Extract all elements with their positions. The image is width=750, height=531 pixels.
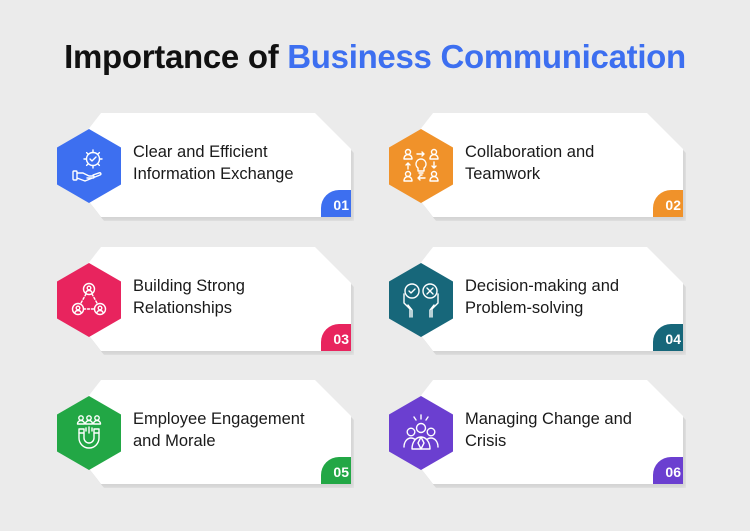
hexagon-icon-bg — [389, 263, 453, 337]
card-panel — [419, 247, 683, 351]
hand-gear-check-icon — [72, 149, 103, 182]
number-badge: 02 — [653, 190, 683, 217]
card-panel — [87, 247, 351, 351]
number-badge: 04 — [653, 324, 683, 351]
card-panel — [419, 380, 683, 484]
card-panel — [87, 380, 351, 484]
card-label: Managing Change and Crisis — [465, 410, 632, 450]
card-04: Decision-making and Problem-solving 04 — [389, 247, 689, 355]
card-03: Building Strong Relationships 03 — [57, 247, 357, 355]
hexagon-icon-bg — [57, 263, 121, 337]
title-highlight: Business Communication — [287, 38, 686, 75]
card-label: Clear and Efficient Information Exchange — [133, 143, 294, 183]
hexagon-icon-bg — [57, 396, 121, 470]
card-05: Employee Engagement and Morale 05 — [57, 380, 357, 488]
card-panel — [87, 113, 351, 217]
hands-choice-icon — [403, 283, 439, 318]
page-title: Importance of Business Communication — [0, 38, 750, 76]
number-badge: 05 — [321, 457, 351, 484]
card-label: Employee Engagement and Morale — [133, 410, 305, 450]
card-label: Building Strong Relationships — [133, 277, 245, 317]
team-idea-cycle-icon — [403, 148, 439, 182]
number-badge: 06 — [653, 457, 683, 484]
number-badge: 03 — [321, 324, 351, 351]
group-alert-icon — [403, 414, 439, 450]
magnet-people-icon — [76, 415, 102, 449]
card-02: Collaboration and Teamwork 02 — [389, 113, 689, 221]
hexagon-icon-bg — [389, 396, 453, 470]
card-panel — [419, 113, 683, 217]
network-people-icon — [71, 282, 107, 316]
card-01: Clear and Efficient Information Exchange… — [57, 113, 357, 221]
card-06: Managing Change and Crisis 06 — [389, 380, 689, 488]
card-label: Decision-making and Problem-solving — [465, 277, 620, 317]
card-label: Collaboration and Teamwork — [465, 143, 595, 183]
number-badge: 01 — [321, 190, 351, 217]
title-prefix: Importance of — [64, 38, 279, 75]
